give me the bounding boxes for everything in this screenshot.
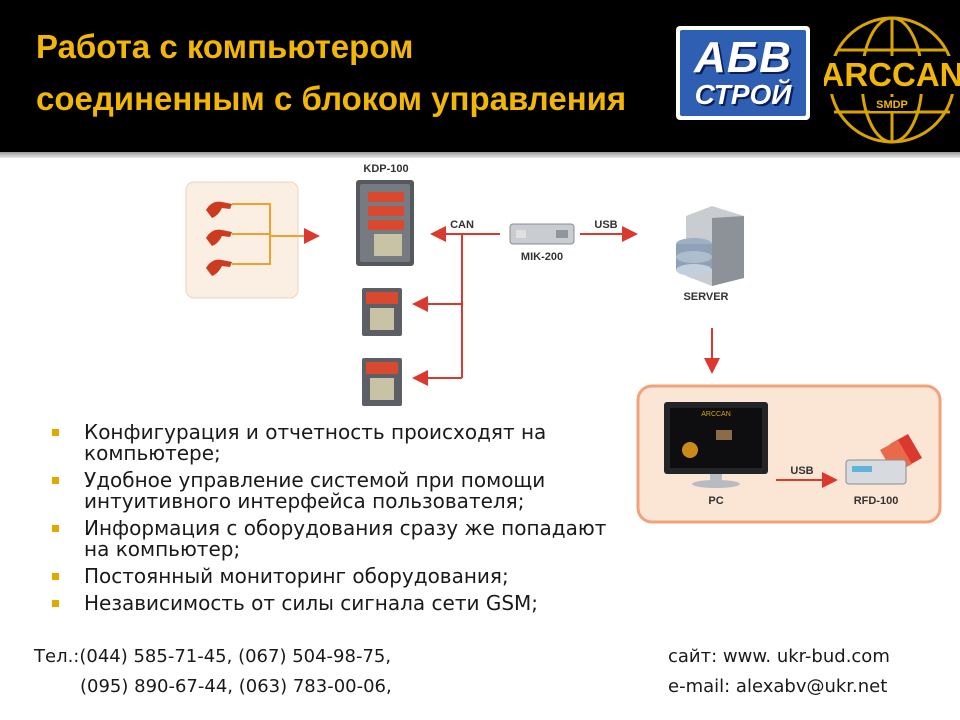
monitor-icon: ARCCAN — [664, 402, 768, 488]
phone-line-1: Тел.:(044) 585-71-45, (067) 504-98-75, — [34, 646, 392, 667]
fuel-nozzle-icon — [206, 229, 232, 246]
feature-list-item: Постоянный мониторинг оборудования; — [48, 566, 608, 587]
abv-logo-line-1: АБВ — [694, 33, 792, 82]
header-bar — [0, 0, 960, 152]
abv-logo-line-2: СТРОЙ — [694, 79, 792, 110]
pc-screen-label: ARCCAN — [701, 411, 731, 418]
controller-unit-icon — [362, 288, 402, 336]
phone-line-2: (095) 890-67-44, (063) 783-00-06, — [80, 676, 392, 697]
system-diagram: KDP-100 CAN MIK-200 USB — [185, 163, 942, 524]
email-link[interactable]: e-mail: alexabv@ukr.net — [668, 676, 888, 697]
controller-unit-icon — [356, 180, 414, 266]
arccan-logo-name: ARCCAN — [824, 56, 960, 93]
page-title-line-2: соединенным с блоком управления — [36, 80, 627, 117]
can-label: CAN — [450, 219, 474, 231]
header-divider — [0, 152, 960, 158]
feature-list: Конфигурация и отчетность происходят на … — [48, 422, 608, 620]
arccan-logo: ARCCAN SMDP — [824, 16, 960, 144]
mik-200-device-icon — [509, 223, 575, 245]
rfd-100-label: RFD-100 — [854, 495, 899, 507]
abv-stroy-logo: АБВ СТРОЙ — [676, 26, 810, 120]
fuel-nozzle-icon — [206, 259, 232, 276]
feature-list-item: Удобное управление системой при помощи и… — [48, 470, 608, 512]
website-link[interactable]: сайт: www. ukr-bud.com — [668, 646, 890, 667]
feature-list-item: Конфигурация и отчетность происходят на … — [48, 422, 608, 464]
feature-list-item: Информация с оборудования сразу же попад… — [48, 518, 608, 560]
fuel-nozzles-panel — [185, 181, 320, 299]
bullet-icon — [52, 525, 59, 532]
workstation-panel: ARCCAN PC USB RFD-100 — [636, 384, 942, 524]
mik-200-label: MIK-200 — [521, 251, 563, 263]
usb-top-label: USB — [594, 219, 617, 231]
bullet-icon — [52, 600, 59, 607]
server-label: SERVER — [683, 291, 728, 303]
bullet-icon — [52, 573, 59, 580]
usb-bottom-label: USB — [790, 465, 813, 477]
pc-label: PC — [708, 495, 723, 507]
arccan-logo-sub: SMDP — [876, 99, 908, 111]
bullet-icon — [52, 429, 59, 436]
server-icon — [676, 206, 744, 286]
feature-list-item: Независимость от силы сигнала сети GSM; — [48, 593, 608, 614]
controller-unit-icon — [362, 358, 402, 406]
kdp-100-label: KDP-100 — [363, 163, 408, 175]
rfid-reader-icon — [845, 434, 922, 485]
fuel-nozzle-icon — [206, 201, 232, 218]
page-title-line-1: Работа с компьютером — [36, 28, 414, 65]
bullet-icon — [52, 477, 59, 484]
